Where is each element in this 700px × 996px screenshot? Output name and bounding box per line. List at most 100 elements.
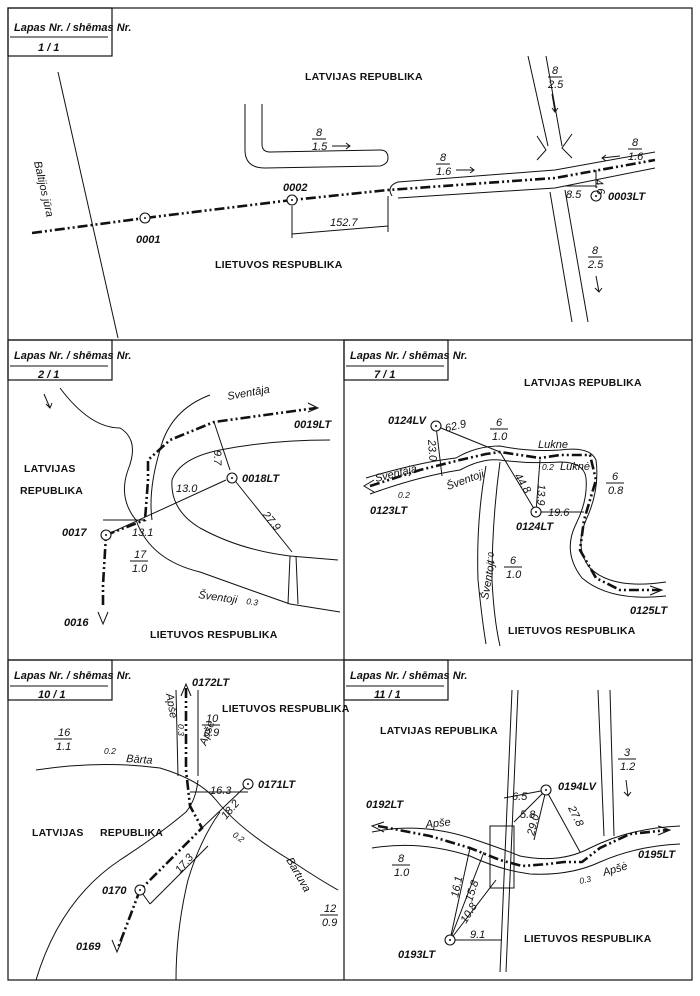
coastline <box>57 71 119 339</box>
point-label-0125LT: 0125LT <box>630 605 668 617</box>
country-label-latvia: REPUBLIKA <box>20 485 83 497</box>
flow-fraction: 10 0.9 <box>202 713 220 739</box>
measure-label: 29.0 <box>525 812 542 838</box>
point-label-0019LT: 0019LT <box>294 419 332 431</box>
flow-fraction: 8 1.6 <box>601 137 644 163</box>
measure-label: 8.5 <box>566 189 582 201</box>
sheet-number-box: Lapas Nr. / shēmas Nr. 2 / 1 <box>7 339 131 381</box>
svg-text:6: 6 <box>510 555 517 567</box>
boundary-arrow <box>370 821 385 833</box>
river-bank-north <box>389 151 656 197</box>
river-bank <box>477 461 501 647</box>
measure-label: 62.9 <box>444 418 468 435</box>
river-bank <box>59 387 341 613</box>
flow-speed: 0.1 <box>486 552 496 564</box>
sheet-label: Lapas Nr. / shēmas Nr. <box>350 350 467 362</box>
flow-fraction: 6 1.0 <box>504 555 522 581</box>
measurement-line <box>139 783 249 905</box>
svg-text:8: 8 <box>316 127 323 139</box>
panel-11-1: Lapas Nr. / shēmas Nr. 11 / 1 0194LV 019… <box>343 659 681 973</box>
river-bank <box>371 825 681 860</box>
measure-label: 16.1 <box>449 875 465 898</box>
point-label-0172LT: 0172LT <box>192 677 230 689</box>
panel-2-1: Lapas Nr. / shēmas Nr. 2 / 1 0019LT 0018… <box>7 339 341 641</box>
svg-text:16: 16 <box>58 727 71 739</box>
flow-fraction: 6 1.0 <box>490 417 508 443</box>
svg-text:17: 17 <box>134 549 147 561</box>
measure-label: 23.0 <box>425 438 439 462</box>
flow-fraction: 8 1.5 <box>312 127 351 153</box>
point-label-0124LV: 0124LV <box>388 415 428 427</box>
sheet-label: Lapas Nr. / shēmas Nr. <box>14 670 131 682</box>
state-boundary <box>101 406 317 605</box>
river-name: Šventoji <box>445 467 487 493</box>
country-label-lithuania: LIETUVOS RESPUBLIKA <box>508 625 636 637</box>
sheet-number: 1 / 1 <box>38 42 59 54</box>
river-name: Sventāja <box>374 463 418 485</box>
sheet-number: 2 / 1 <box>37 369 59 381</box>
point-label-0003LT: 0003LT <box>608 191 646 203</box>
river-name: Šventoji <box>478 559 498 600</box>
svg-text:1.1: 1.1 <box>56 741 71 753</box>
svg-text:1.0: 1.0 <box>506 569 522 581</box>
panel-1-1: Lapas Nr. / shēmas Nr. 1 / 1 Baltijos jū… <box>7 7 656 339</box>
country-label-latvia: LATVIJAS <box>32 827 84 839</box>
boundary-arrow <box>180 682 192 697</box>
flow-fraction: 3 1.2 <box>618 747 636 797</box>
boundary-arrow <box>307 402 320 413</box>
sheet-number: 7 / 1 <box>374 369 395 381</box>
river-bank <box>287 555 299 605</box>
flow-speed: 0.2 <box>104 746 116 756</box>
svg-text:0.9: 0.9 <box>322 917 337 929</box>
measure-label: 44.8 <box>511 471 533 496</box>
sea-name: Baltijos jūra <box>31 160 55 218</box>
flow-fraction: 8 2.5 <box>547 65 564 113</box>
river-bank-south <box>397 167 656 199</box>
country-label-lithuania: LIETUVOS RESPUBLIKA <box>222 703 350 715</box>
boundary-arrow <box>111 939 123 954</box>
svg-text:1.6: 1.6 <box>436 166 452 178</box>
country-label-latvia: LATVIJAS REPUBLIKA <box>524 377 642 389</box>
sheet-number-box: Lapas Nr. / shēmas Nr. 1 / 1 <box>7 7 131 57</box>
measure-label: 16.3 <box>210 785 232 797</box>
flow-arrow <box>43 393 53 409</box>
crossroad-south <box>549 189 589 323</box>
boundary-arrow <box>657 825 672 836</box>
point-label-0193LT: 0193LT <box>398 949 436 961</box>
road <box>244 104 389 169</box>
point-label-0018LT: 0018LT <box>242 473 280 485</box>
point-label-0002: 0002 <box>283 182 307 194</box>
measure-label: 152.7 <box>330 217 358 229</box>
river-name: Luknė <box>560 461 590 473</box>
river-name: Lukne <box>538 439 568 451</box>
river-name: Apšė <box>601 860 629 879</box>
country-label-lithuania: LIETUVOS RESPUBLIKA <box>215 259 343 271</box>
panel-7-1: Lapas Nr. / shēmas Nr. 7 / 1 0124LV 0123… <box>343 339 668 647</box>
bridge-symbol <box>536 133 573 161</box>
svg-text:8: 8 <box>398 853 405 865</box>
state-boundary <box>369 450 660 592</box>
sheet-frame <box>7 7 693 981</box>
measurement-line <box>449 789 581 941</box>
measure-label: 13.0 <box>176 483 198 495</box>
svg-text:8: 8 <box>440 152 447 164</box>
measure-label: 9.7 <box>211 450 223 466</box>
point-label-0169: 0169 <box>76 941 101 953</box>
measure-label: 18.2 <box>219 798 242 822</box>
measure-label: 15.8 <box>463 878 481 903</box>
offset-line <box>565 170 597 188</box>
flow-speed: 0.2 <box>231 830 247 845</box>
svg-text:2.5: 2.5 <box>547 79 564 91</box>
flow-fraction: 8 1.0 <box>392 853 410 879</box>
svg-text:6: 6 <box>612 471 619 483</box>
river-bank <box>175 689 199 777</box>
svg-text:6: 6 <box>496 417 503 429</box>
country-label-lithuania: LIETUVOS RESPUBLIKA <box>524 933 652 945</box>
country-label-latvia: LATVIJAS REPUBLIKA <box>305 71 423 83</box>
river-name: Sventāja <box>226 384 270 403</box>
river-bank <box>371 843 681 875</box>
svg-text:8: 8 <box>592 245 599 257</box>
river-bank <box>35 763 339 891</box>
measure-label: 19.6 <box>548 507 570 519</box>
